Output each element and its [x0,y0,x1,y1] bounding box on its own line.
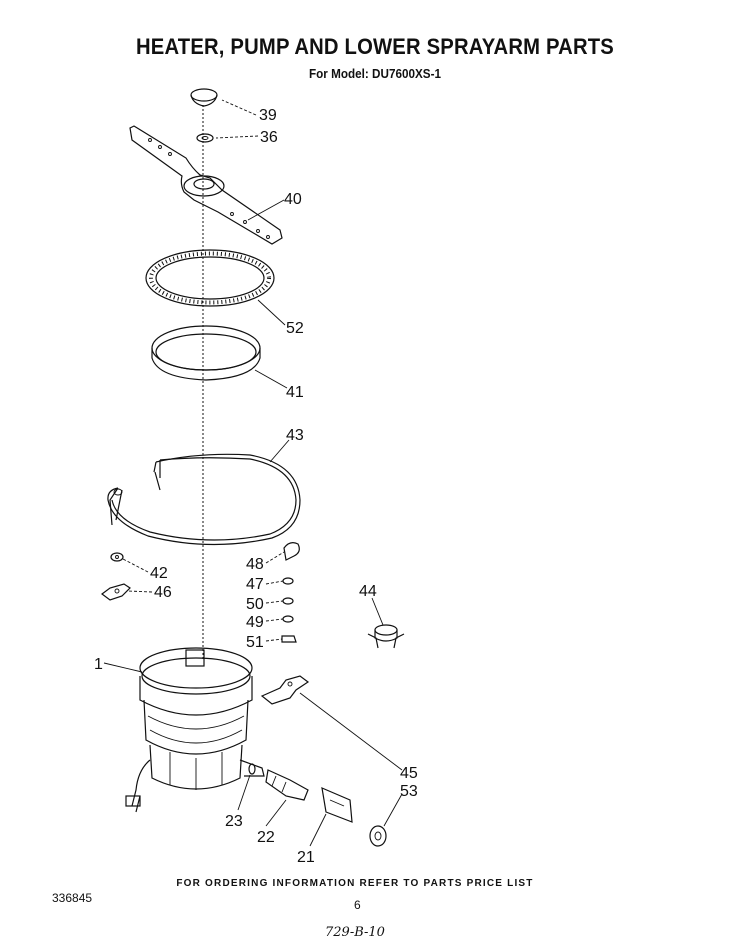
callout-21: 21 [297,849,315,866]
callout-42: 42 [150,565,168,582]
callout-23: 23 [225,813,243,830]
part-50-washer [282,597,294,605]
callout-22: 22 [257,829,275,846]
part-36-washer [196,133,214,143]
part-40-sprayarm [129,125,283,245]
callout-1: 1 [94,656,103,673]
part-44-thermostat [367,624,405,649]
part-23-oring [248,763,256,775]
callout-39: 39 [259,107,277,124]
part-42-nut [110,552,124,562]
handwritten-note: 729-B-10 [325,925,385,940]
document-number: 336845 [52,891,93,905]
part-43-heater [107,453,301,546]
page-title: HEATER, PUMP AND LOWER SPRAYARM PARTS [135,34,614,59]
callout-44: 44 [359,583,377,600]
leader-lines [103,99,403,847]
callout-41: 41 [286,384,304,401]
callout-43: 43 [286,427,304,444]
part-46-bracket [101,583,131,601]
part-21-clip [321,787,353,823]
part-48-clip [283,542,300,561]
part-51-nut [281,635,297,643]
part-1-pump-motor [125,647,265,813]
part-47-washer [282,577,294,585]
callout-45: 45 [400,765,418,782]
callout-36: 36 [260,129,278,146]
part-52-filter-ring [145,249,275,307]
callout-53: 53 [400,783,418,800]
part-53-nut [369,825,387,847]
callout-46: 46 [154,584,172,601]
part-39-cap [190,88,218,107]
part-49-washer [282,615,294,623]
callout-47: 47 [246,576,264,593]
callout-40: 40 [284,191,302,208]
callout-48: 48 [246,556,264,573]
model-subtitle: For Model: DU7600XS-1 [309,66,441,81]
part-22-solenoid [265,769,309,801]
ordering-note: FOR ORDERING INFORMATION REFER TO PARTS … [176,878,534,889]
callout-51: 51 [246,634,264,651]
part-45-bracket [260,675,310,705]
callout-50: 50 [246,596,264,613]
callout-52: 52 [286,320,304,337]
part-41-seal-ring [151,325,261,381]
page-number: 6 [354,898,361,912]
callout-49: 49 [246,614,264,631]
